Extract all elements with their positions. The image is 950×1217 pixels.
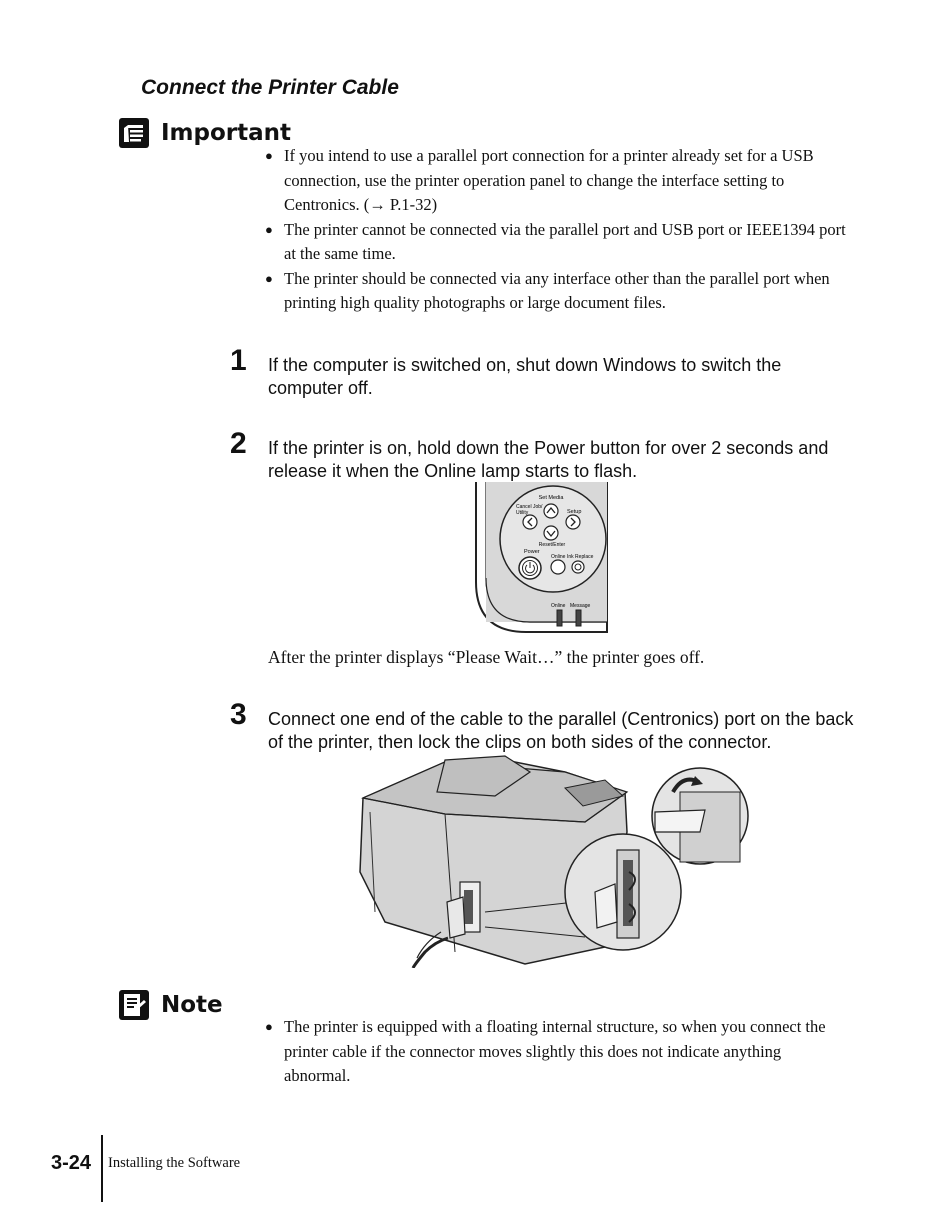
operation-panel-illustration: Set Media Cancel Job/ Utility Setup Rese… — [475, 482, 608, 633]
step-number: 2 — [230, 427, 247, 460]
footer-section: Installing the Software — [108, 1155, 241, 1171]
important-icon — [119, 118, 149, 148]
lamp-label-online: Online — [551, 603, 566, 609]
note-list: The printer is equipped with a floating … — [265, 1015, 848, 1089]
panel-label-setup: Setup — [567, 509, 581, 515]
note-item: The printer is equipped with a floating … — [265, 1015, 848, 1089]
panel-label-cancel-job: Cancel Job/ — [516, 504, 543, 510]
section-title: Connect the Printer Cable — [141, 76, 399, 99]
important-item: The printer cannot be connected via the … — [265, 218, 848, 267]
important-list: If you intend to use a parallel port con… — [265, 144, 848, 316]
step-number: 3 — [230, 698, 247, 731]
printer-cable-illustration — [359, 755, 749, 968]
important-item: The printer should be connected via any … — [265, 267, 848, 316]
important-item: If you intend to use a parallel port con… — [265, 144, 848, 218]
note-icon — [119, 990, 149, 1020]
step-number: 1 — [230, 344, 247, 377]
note-heading: Note — [161, 992, 223, 1018]
important-heading: Important — [161, 120, 292, 146]
panel-label-ink-replace: Ink Replace — [567, 554, 594, 560]
lamp-label-message: Message — [570, 603, 591, 609]
panel-label-reset-enter: Reset/Enter — [539, 542, 566, 548]
footer-divider — [101, 1135, 103, 1202]
panel-label-utility: Utility — [516, 510, 529, 516]
page-number: 3-24 — [51, 1152, 92, 1174]
after-text: After the printer displays “Please Wait…… — [268, 647, 705, 667]
step-text: If the computer is switched on, shut dow… — [268, 355, 782, 398]
step-text: Connect one end of the cable to the para… — [268, 709, 854, 752]
panel-label-online: Online — [551, 554, 566, 560]
panel-label-power: Power — [524, 549, 540, 555]
panel-label-set-media: Set Media — [539, 495, 565, 501]
step-text: If the printer is on, hold down the Powe… — [268, 438, 829, 481]
